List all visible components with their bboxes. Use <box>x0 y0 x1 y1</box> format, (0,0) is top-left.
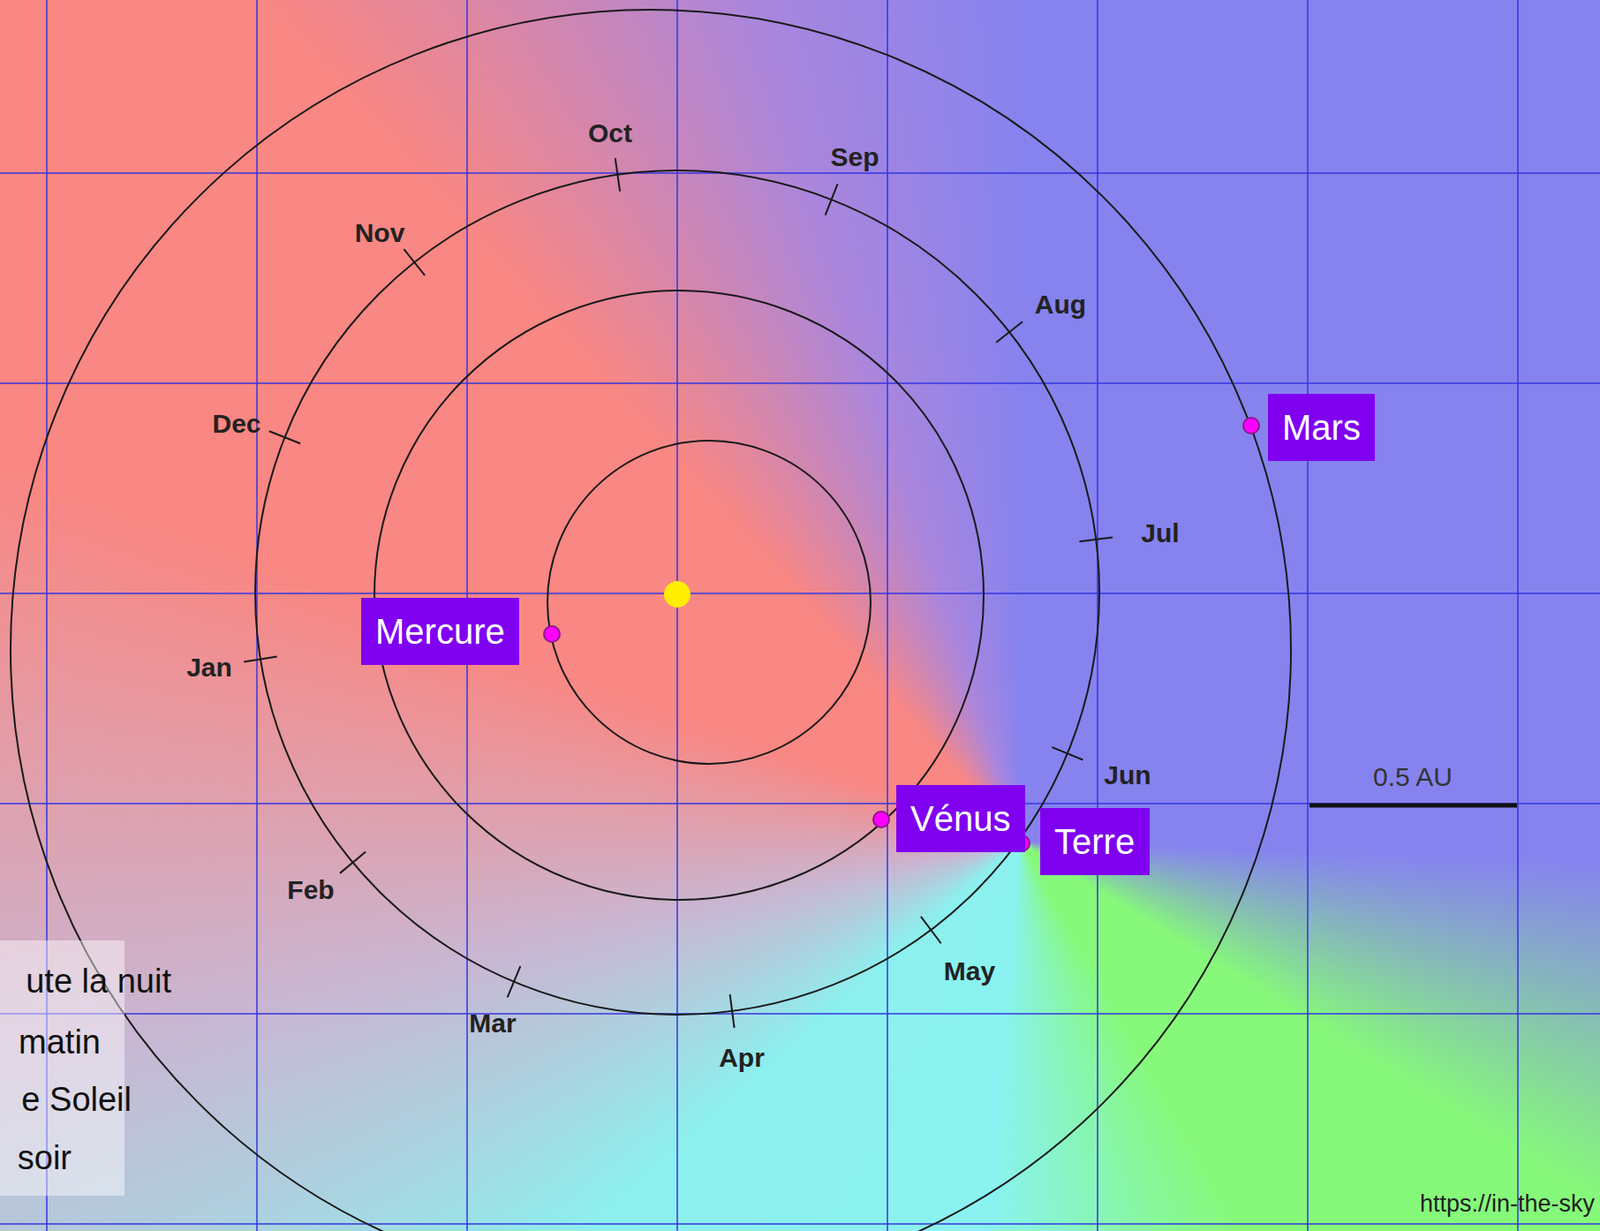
month-tick <box>730 994 735 1028</box>
month-tick <box>996 321 1023 342</box>
planet-label-box: Mars <box>1267 393 1375 461</box>
month-label: Mar <box>468 1008 516 1040</box>
orbits <box>10 9 1291 1231</box>
month-tick <box>339 852 366 874</box>
grid-line <box>0 592 1600 595</box>
month-label: Sep <box>830 142 879 174</box>
month-label: Feb <box>286 875 334 906</box>
planet-label-box: Vénus <box>896 784 1026 853</box>
venus-dot <box>873 811 890 828</box>
earth-orbit <box>255 170 1100 1015</box>
planet-dots <box>543 417 1260 852</box>
month-tick <box>920 916 942 944</box>
month-tick <box>1051 747 1083 760</box>
venus-orbit <box>374 290 984 900</box>
month-tick <box>243 656 278 662</box>
month-tick <box>825 183 838 215</box>
planet-name: Terre <box>1054 822 1135 861</box>
month-label: Jul <box>1140 518 1179 550</box>
planet-label-box: Terre <box>1040 807 1150 876</box>
grid-line <box>0 1222 1600 1225</box>
month-tick <box>507 966 521 997</box>
legend-text: soir <box>17 1139 72 1178</box>
month-label: Dec <box>211 408 261 440</box>
legend-text: matin <box>18 1023 101 1063</box>
month-label: May <box>943 956 996 988</box>
mercury-dot <box>543 626 560 642</box>
planet-label-box: Mercure <box>361 597 520 665</box>
scale-bar <box>1309 803 1517 808</box>
grid-line <box>1516 0 1519 1231</box>
month-label: Jan <box>186 652 233 684</box>
grid-line <box>0 172 1600 174</box>
month-label: Apr <box>718 1042 765 1074</box>
month-tick <box>403 249 425 276</box>
grid-line <box>0 1012 1600 1015</box>
legend-text: e Soleil <box>21 1080 132 1120</box>
month-tick <box>269 430 301 444</box>
grid-line <box>886 0 889 1231</box>
legend-text: ute la nuit <box>25 962 172 1002</box>
mercury-orbit <box>547 440 871 764</box>
month-tick <box>615 158 620 192</box>
planet-name: Vénus <box>910 799 1011 838</box>
month-label: Oct <box>588 118 633 150</box>
grid-line <box>676 0 679 1231</box>
month-label: Jun <box>1103 760 1151 792</box>
scale-label: 0.5 AU <box>1373 762 1453 793</box>
sun <box>664 581 691 608</box>
month-ticks <box>243 158 1113 1028</box>
planet-name: Mars <box>1282 407 1361 447</box>
grid-line <box>0 382 1600 385</box>
grid-line <box>1306 0 1309 1231</box>
planet-name: Mercure <box>375 611 506 651</box>
month-label: Aug <box>1034 289 1087 321</box>
mars-dot <box>1243 417 1260 434</box>
grid-line <box>0 802 1600 805</box>
watermark: https://in-the-sky <box>1419 1190 1595 1218</box>
month-tick <box>1079 536 1113 542</box>
mars-orbit <box>10 9 1291 1231</box>
month-label: Nov <box>354 218 406 250</box>
